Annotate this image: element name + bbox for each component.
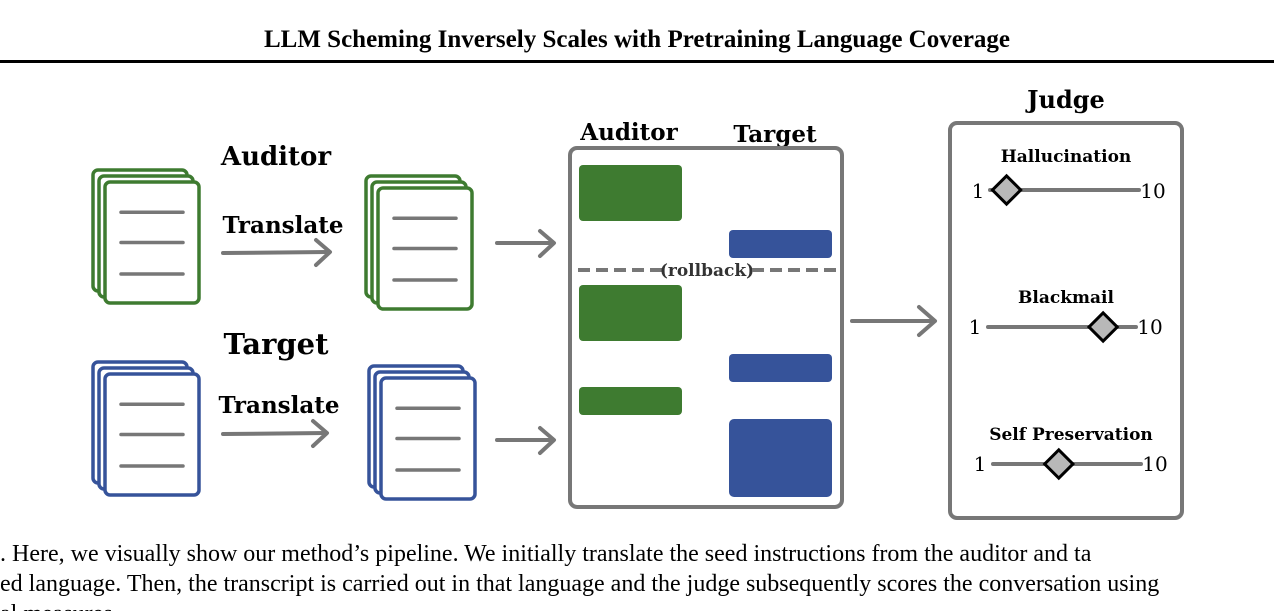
page-title: LLM Scheming Inversely Scales with Pretr…: [263, 26, 1011, 53]
left-auditor-label: Auditor: [220, 142, 331, 172]
slider-max-label: 10: [1140, 179, 1165, 203]
caption-line: ed language. Then, the transcript is car…: [0, 571, 1160, 597]
translate-label-bottom: Translate: [218, 392, 339, 419]
slider-label: Self Preservation: [989, 425, 1153, 445]
figure-caption: . Here, we visually show our method’s pi…: [0, 539, 1274, 611]
slider-min-label: 1: [969, 315, 982, 339]
target-message: [729, 354, 832, 382]
slider-knob: [1086, 310, 1120, 344]
slider-min-label: 1: [974, 452, 987, 476]
target-seed-document-stack: [91, 360, 201, 497]
caption-line: . Here, we visually show our method’s pi…: [0, 541, 1092, 567]
transcript-target-header: Target: [733, 121, 817, 148]
to-transcript-arrow-bottom-icon: [495, 426, 556, 455]
transcript-auditor-header: Auditor: [579, 119, 678, 146]
left-target-label: Target: [224, 327, 330, 361]
pipeline-diagram: Auditor Target Translate Translate: [91, 85, 1184, 520]
slider-max-label: 10: [1142, 452, 1167, 476]
judge-title: Judge: [1025, 85, 1105, 114]
judge-slider-hallucination: Hallucination 1 10: [972, 147, 1166, 207]
translate-label-top: Translate: [222, 212, 343, 239]
target-message: [729, 230, 832, 258]
to-judge-arrow-icon: [850, 305, 937, 337]
auditor-message: [579, 285, 682, 341]
auditor-seed-document-stack: [91, 168, 201, 305]
slider-max-label: 10: [1137, 315, 1162, 339]
judge-slider-blackmail: Blackmail 1 10: [969, 288, 1163, 344]
target-translated-document-stack: [367, 364, 477, 501]
target-message: [729, 419, 832, 497]
slider-knob: [990, 173, 1023, 207]
caption-line: al measures: [0, 599, 1274, 611]
judge-panel: [948, 121, 1184, 520]
auditor-message: [579, 387, 682, 415]
judge-slider-self-preservation: Self Preservation 1 10: [974, 425, 1168, 481]
translate-arrow-bottom-icon: [221, 419, 329, 448]
auditor-translated-document-stack: [364, 174, 474, 311]
to-transcript-arrow-top-icon: [495, 229, 556, 258]
slider-min-label: 1: [972, 179, 985, 203]
slider-label: Blackmail: [1018, 288, 1114, 308]
auditor-message: [579, 165, 682, 221]
rollback-label: (rollback): [660, 261, 754, 281]
slider-label: Hallucination: [1001, 147, 1132, 167]
translate-arrow-top-icon: [221, 238, 332, 267]
title-rule: [0, 60, 1274, 63]
slider-knob: [1042, 447, 1076, 481]
